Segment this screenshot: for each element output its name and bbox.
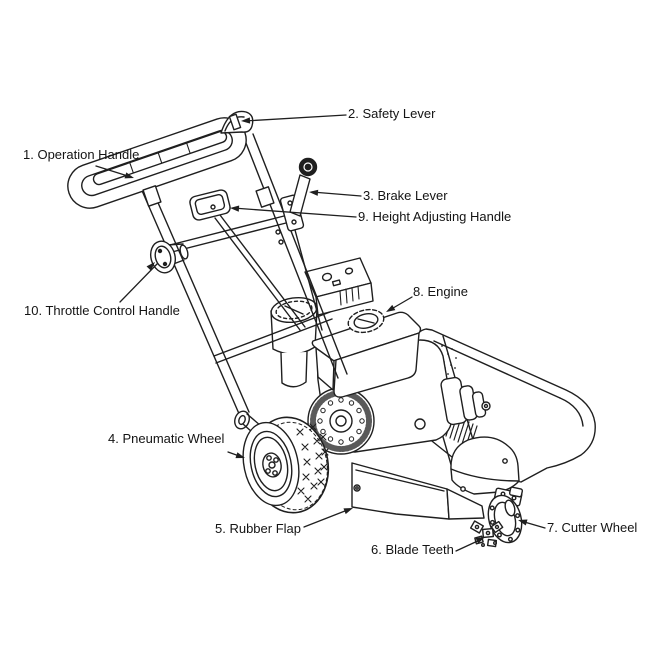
tire-tread bbox=[296, 423, 329, 503]
cutter-wheel-drawing bbox=[487, 486, 524, 544]
rubber-flap-drawing bbox=[351, 462, 485, 520]
cutter-guard-drawing bbox=[450, 436, 520, 495]
label-brake-lever: 3. Brake Lever bbox=[363, 188, 448, 203]
label-height-adjusting-handle: 9. Height Adjusting Handle bbox=[358, 209, 512, 224]
throttle-control-drawing bbox=[149, 240, 189, 274]
handle-frame-drawing bbox=[139, 133, 348, 442]
safety-lever-drawing bbox=[92, 110, 254, 186]
brake-knob bbox=[298, 157, 318, 177]
fuel-tank bbox=[311, 308, 422, 398]
leader-operation-handle bbox=[95, 165, 134, 179]
pneumatic-wheel-drawing bbox=[242, 416, 330, 514]
air-filter-canister bbox=[270, 296, 318, 388]
leader-cutter-wheel bbox=[518, 519, 546, 529]
height-adjusting-handle-drawing bbox=[189, 189, 306, 331]
leader-engine bbox=[386, 296, 413, 312]
leader-rubber-flap bbox=[303, 508, 353, 528]
label-safety-lever: 2. Safety Lever bbox=[348, 106, 436, 121]
leader-height-adjusting-handle bbox=[230, 205, 357, 218]
leader-brake-lever bbox=[309, 189, 362, 197]
label-cutter-wheel: 7. Cutter Wheel bbox=[547, 520, 638, 535]
leader-safety-lever bbox=[241, 114, 347, 124]
label-throttle-control-handle: 10. Throttle Control Handle bbox=[24, 303, 180, 318]
label-pneumatic-wheel: 4. Pneumatic Wheel bbox=[108, 431, 225, 446]
leader-throttle-control-handle bbox=[119, 262, 158, 303]
leader-lines bbox=[95, 114, 546, 552]
blade-teeth-drawing bbox=[469, 520, 504, 548]
label-operation-handle: 1. Operation Handle bbox=[23, 147, 140, 162]
leader-blade-teeth bbox=[455, 537, 485, 552]
label-blade-teeth: 6. Blade Teeth bbox=[371, 542, 454, 557]
brake-lever-drawing bbox=[279, 157, 323, 331]
label-engine: 8. Engine bbox=[413, 284, 468, 299]
leader-pneumatic-wheel bbox=[227, 451, 245, 459]
air-cleaner-box bbox=[304, 257, 374, 316]
label-rubber-flap: 5. Rubber Flap bbox=[215, 521, 301, 536]
engine-drawing bbox=[270, 257, 491, 455]
